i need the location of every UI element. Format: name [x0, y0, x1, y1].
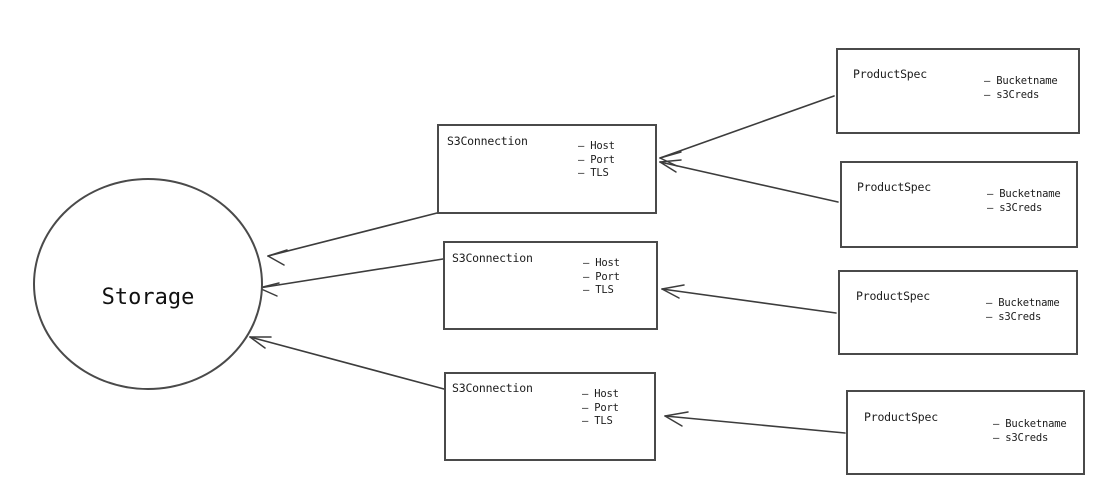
- attribute-row: – Bucketname: [986, 297, 1060, 309]
- s3connection-3-attributes: – Host – Port – TLS: [582, 388, 619, 429]
- attribute-row: – Port: [578, 153, 615, 166]
- attribute-row: – s3Creds: [987, 201, 1043, 214]
- productspec-2-box[interactable]: [840, 161, 1078, 248]
- attribute-row: – Host: [583, 257, 620, 269]
- s3connection-1-box[interactable]: [437, 124, 657, 214]
- s3connection-3-title: S3Connection: [452, 381, 533, 395]
- edge-spec1-conn1: [659, 95, 835, 167]
- productspec-4-title: ProductSpec: [864, 410, 938, 424]
- productspec-1-box[interactable]: [836, 48, 1080, 134]
- attribute-row: – Host: [582, 388, 619, 400]
- edge-conn3-storage: [249, 336, 445, 390]
- storage-label: Storage: [101, 285, 195, 310]
- attribute-row: – Host: [578, 140, 615, 152]
- s3connection-2-box[interactable]: [443, 241, 658, 330]
- attribute-row: – TLS: [578, 167, 609, 179]
- attribute-row: – Bucketname: [984, 75, 1058, 87]
- attribute-row: – Bucketname: [993, 418, 1067, 430]
- edge-spec3-conn2: [661, 284, 837, 314]
- attribute-row: – Port: [582, 401, 619, 414]
- attribute-row: – s3Creds: [984, 88, 1040, 101]
- attribute-row: – Port: [583, 270, 620, 283]
- attribute-row: – TLS: [583, 284, 614, 296]
- productspec-1-attributes: – Bucketname – s3Creds: [984, 75, 1058, 102]
- edge-spec2-conn1: [659, 159, 839, 203]
- edge-conn1-storage: [267, 212, 438, 266]
- s3connection-3-box[interactable]: [444, 372, 656, 461]
- productspec-2-attributes: – Bucketname – s3Creds: [987, 188, 1061, 215]
- productspec-3-box[interactable]: [838, 270, 1078, 355]
- storage-node[interactable]: [33, 178, 263, 390]
- attribute-row: – s3Creds: [993, 431, 1049, 444]
- productspec-1-title: ProductSpec: [853, 67, 927, 81]
- productspec-4-box[interactable]: [846, 390, 1085, 475]
- productspec-3-title: ProductSpec: [856, 289, 930, 303]
- attribute-row: – Bucketname: [987, 188, 1061, 200]
- attribute-row: – s3Creds: [986, 310, 1042, 323]
- edge-conn2-storage: [258, 258, 444, 297]
- s3connection-1-attributes: – Host – Port – TLS: [578, 140, 615, 181]
- s3connection-1-title: S3Connection: [447, 134, 528, 148]
- productspec-4-attributes: – Bucketname – s3Creds: [993, 418, 1067, 445]
- s3connection-2-title: S3Connection: [452, 251, 533, 265]
- attribute-row: – TLS: [582, 415, 613, 427]
- s3connection-2-attributes: – Host – Port – TLS: [583, 257, 620, 298]
- productspec-2-title: ProductSpec: [857, 180, 931, 194]
- productspec-3-attributes: – Bucketname – s3Creds: [986, 297, 1060, 324]
- edge-spec4-conn3: [664, 411, 846, 434]
